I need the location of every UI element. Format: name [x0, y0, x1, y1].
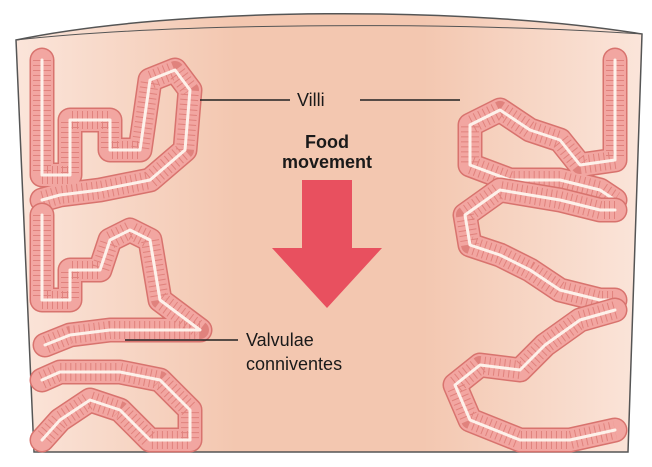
valvulae-label-line2: conniventes [246, 354, 342, 374]
villi-label: Villi [297, 90, 325, 110]
food-movement-label-line1: Food [305, 132, 349, 152]
valvulae-label-line1: Valvulae [246, 330, 314, 350]
food-movement-label-line2: movement [282, 152, 372, 172]
